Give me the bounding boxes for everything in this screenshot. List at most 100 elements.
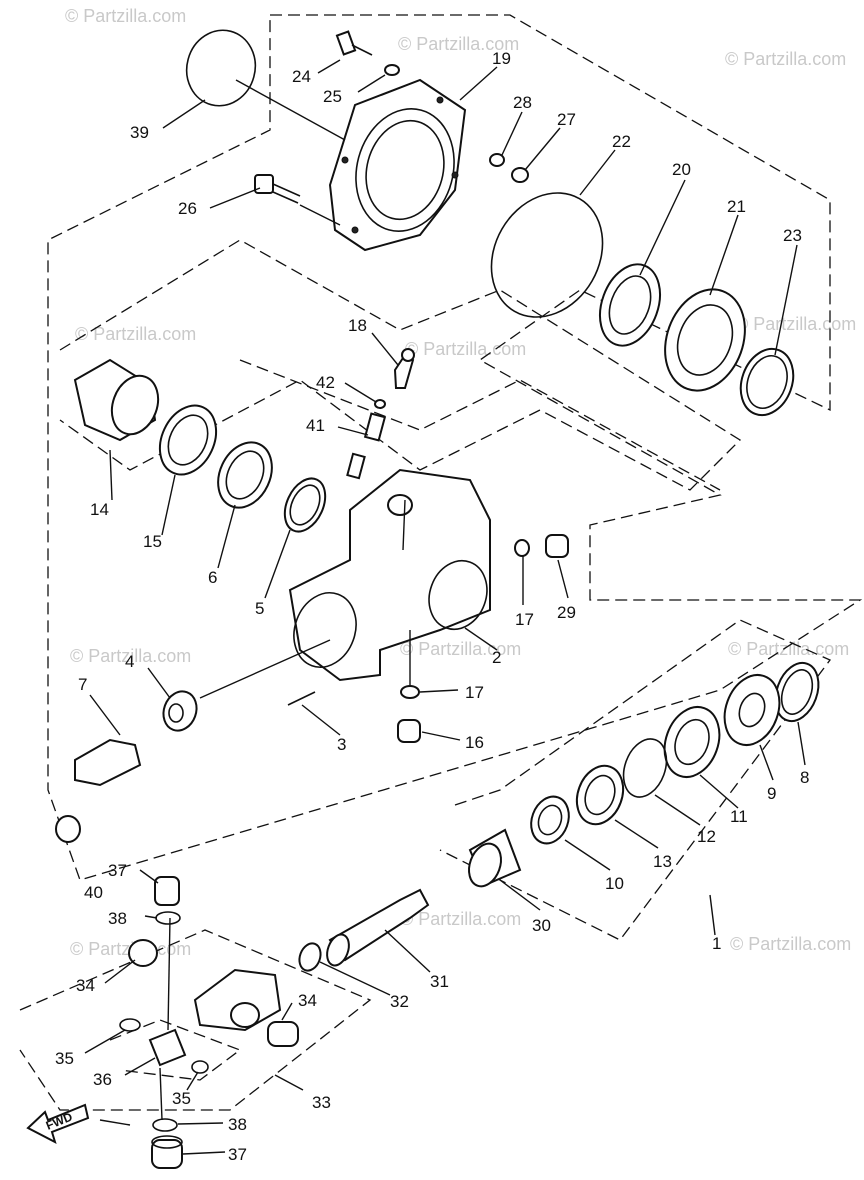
o-ring-39 (185, 29, 257, 107)
bearing-9 (723, 674, 781, 746)
callout-23: 23 (783, 226, 802, 245)
watermark-text: © Partzilla.com (400, 909, 521, 929)
shim-8 (774, 661, 820, 723)
bearing-34-left (128, 939, 158, 967)
bearing-34-right (267, 1021, 299, 1047)
o-ring-22 (490, 192, 604, 318)
clip-42 (374, 399, 386, 409)
callout-32: 32 (390, 992, 409, 1011)
callout-40: 40 (84, 883, 103, 902)
callout-15: 15 (143, 532, 162, 551)
callout-18: 18 (348, 316, 367, 335)
plug-16 (397, 719, 421, 743)
callout-20: 20 (672, 160, 691, 179)
shim-5 (283, 477, 327, 533)
watermark-text: © Partzilla.com (735, 314, 856, 334)
callout-19: 19 (492, 49, 511, 68)
callout-42: 42 (316, 373, 335, 392)
callout-22: 22 (612, 132, 631, 151)
callout-16: 16 (465, 733, 484, 752)
cover-19 (328, 78, 467, 252)
callout-27: 27 (557, 110, 576, 129)
callout-2: 2 (492, 648, 501, 667)
callout-8: 8 (800, 768, 809, 787)
outline-housing (59, 239, 742, 491)
bearing-4 (162, 690, 198, 732)
pin-3 (287, 691, 316, 706)
callout-6: 6 (208, 568, 217, 587)
watermark-text: © Partzilla.com (400, 639, 521, 659)
watermark-text: © Partzilla.com (75, 324, 196, 344)
bearing-21 (664, 288, 746, 392)
callout-31: 31 (430, 972, 449, 991)
callout-12: 12 (697, 827, 716, 846)
switch-7 (74, 738, 142, 787)
outline-assembly-1 (47, 14, 863, 881)
pin-41 (346, 412, 387, 480)
callout-3: 3 (337, 735, 346, 754)
bearing-13 (575, 764, 625, 826)
callout-7: 7 (78, 675, 87, 694)
o-ring-12 (622, 738, 668, 798)
bushing-10 (530, 795, 570, 845)
watermark-text: © Partzilla.com (730, 934, 851, 954)
watermark-text: © Partzilla.com (728, 639, 849, 659)
cross-36 (148, 1028, 187, 1067)
callout-37-upper: 37 (108, 861, 127, 880)
shim-23 (739, 347, 795, 417)
callout-34-right: 34 (298, 991, 317, 1010)
outline-shaft (239, 359, 721, 491)
callout-10: 10 (605, 874, 624, 893)
leader-lines (84, 59, 806, 1155)
bolt-24 (335, 30, 373, 56)
callout-38-lower: 38 (228, 1115, 247, 1134)
bolt-27 (511, 167, 529, 183)
callout-33: 33 (312, 1093, 331, 1112)
callout-1: 1 (712, 934, 721, 953)
fwd-arrow-icon: FWD (26, 1103, 90, 1144)
washer-25 (384, 64, 400, 76)
watermark-text: © Partzilla.com (725, 49, 846, 69)
washer-17-upper (514, 539, 530, 557)
callout-24: 24 (292, 67, 311, 86)
callout-36: 36 (93, 1070, 112, 1089)
callout-14: 14 (90, 500, 109, 519)
parts: FWD (26, 29, 820, 1169)
clip-38-upper (155, 911, 181, 925)
shaft-31 (326, 888, 430, 967)
cap-37-upper (154, 876, 180, 906)
breather-18 (393, 348, 415, 389)
callout-38-upper: 38 (108, 909, 127, 928)
sleeve-30 (468, 828, 522, 888)
callout-34-left: 34 (76, 976, 95, 995)
callout-35-right: 35 (172, 1089, 191, 1108)
callout-9: 9 (767, 784, 776, 803)
watermark-text: © Partzilla.com (65, 6, 186, 26)
callout-26: 26 (178, 199, 197, 218)
callouts: 39 24 25 19 28 27 22 20 21 23 26 18 42 4… (55, 49, 809, 1164)
watermark-text: © Partzilla.com (405, 339, 526, 359)
watermark-text: © Partzilla.com (70, 646, 191, 666)
group-outlines (19, 14, 863, 1111)
washer-17-lower (400, 685, 420, 699)
watermark-text: © Partzilla.com (398, 34, 519, 54)
callout-13: 13 (653, 852, 672, 871)
clip-38-lower (152, 1118, 178, 1132)
yoke-33 (193, 968, 282, 1032)
outline-joint-inner (109, 1019, 242, 1081)
callout-35-left: 35 (55, 1049, 74, 1068)
clip-32 (298, 942, 322, 972)
watermarks: © Partzilla.com © Partzilla.com © Partzi… (65, 6, 856, 959)
callout-25: 25 (323, 87, 342, 106)
callout-30: 30 (532, 916, 551, 935)
cap-37-lower (151, 1135, 183, 1169)
bearing-6 (217, 441, 273, 509)
callout-28: 28 (513, 93, 532, 112)
seal-20 (599, 263, 661, 347)
callout-29: 29 (557, 603, 576, 622)
callout-5: 5 (255, 599, 264, 618)
clip-35-right (191, 1060, 209, 1074)
callout-4: 4 (125, 652, 134, 671)
callout-21: 21 (727, 197, 746, 216)
